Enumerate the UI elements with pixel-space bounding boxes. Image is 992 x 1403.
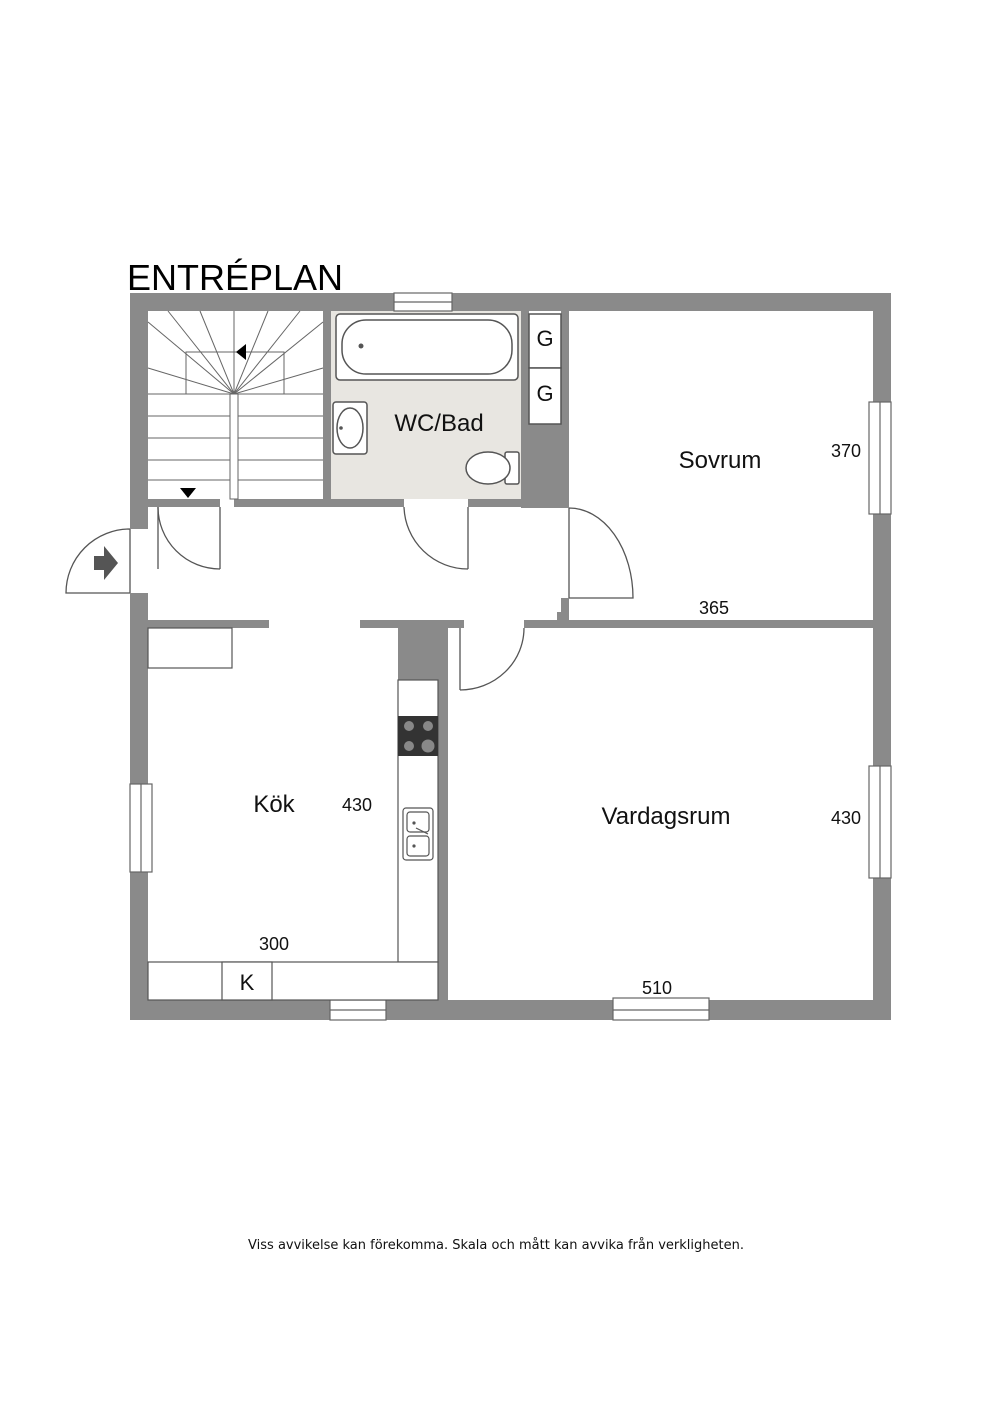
- kitchen-sink: [402, 807, 434, 861]
- g-closet-label-bottom: G: [536, 381, 553, 406]
- dim-vardagsrum-width: 510: [642, 978, 672, 998]
- windows: [129, 292, 892, 1021]
- plan-title: ENTRÉPLAN: [127, 257, 343, 298]
- disclaimer: Viss avvikelse kan förekomma. Skala och …: [248, 1238, 744, 1253]
- g-closets: [528, 313, 562, 425]
- stair-down-arrow-icon: [180, 488, 196, 498]
- stove: [398, 716, 438, 756]
- room-label-wc-bad: WC/Bad: [394, 410, 483, 437]
- k-label: K: [240, 970, 255, 995]
- g-closet-label-top: G: [536, 326, 553, 351]
- dim-sovrum-width: 365: [699, 598, 729, 618]
- room-label-vardagsrum: Vardagsrum: [602, 803, 731, 830]
- staircase: [147, 310, 324, 500]
- dim-vardagsrum-height: 430: [831, 808, 861, 828]
- dim-kok-height: 430: [342, 795, 372, 815]
- entrance-arrow-icon: [94, 546, 118, 580]
- dim-kok-width: 300: [259, 934, 289, 954]
- toilet: [465, 451, 520, 485]
- dim-sovrum-height: 370: [831, 441, 861, 461]
- stair-up-arrow-icon: [236, 344, 246, 360]
- bathroom-sink: [332, 401, 368, 455]
- room-label-kok: Kök: [253, 791, 295, 818]
- room-label-sovrum: Sovrum: [679, 447, 762, 474]
- doors: [65, 506, 634, 691]
- bathtub: [335, 313, 519, 381]
